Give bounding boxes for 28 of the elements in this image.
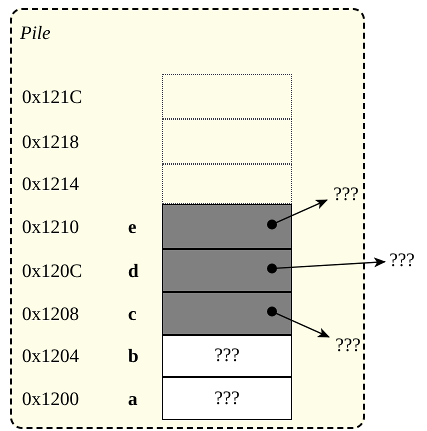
panel-title: Pile bbox=[20, 24, 51, 43]
field-name: d bbox=[128, 262, 139, 280]
pointer-arrow bbox=[267, 306, 330, 338]
address-label: 0x1218 bbox=[22, 132, 79, 152]
address-label: 0x1208 bbox=[22, 304, 79, 324]
pointer-arrow bbox=[267, 257, 386, 274]
field-name: a bbox=[128, 390, 138, 408]
memory-panel bbox=[10, 8, 365, 429]
address-label: 0x1204 bbox=[22, 347, 79, 366]
pointer-arrow bbox=[267, 199, 328, 230]
pointer-cell bbox=[162, 292, 292, 335]
memory-cell: ??? bbox=[162, 335, 292, 377]
field-name: c bbox=[128, 304, 136, 324]
address-label: 0x1210 bbox=[22, 218, 79, 236]
field-name: b bbox=[128, 347, 139, 366]
pointer-cell bbox=[162, 204, 292, 249]
address-label: 0x1200 bbox=[22, 390, 79, 408]
address-label: 0x121C bbox=[22, 88, 82, 106]
value-text: ??? bbox=[330, 335, 366, 357]
address-label: 0x120C bbox=[22, 262, 82, 280]
address-label: 0x1214 bbox=[22, 175, 79, 194]
memory-cell: ??? bbox=[162, 377, 292, 420]
pointer-cell bbox=[162, 249, 292, 292]
value-text: ??? bbox=[328, 184, 364, 206]
field-name: e bbox=[128, 218, 136, 236]
memory-cell bbox=[162, 74, 292, 119]
value-text: ??? bbox=[384, 250, 420, 272]
memory-cell bbox=[162, 119, 292, 164]
